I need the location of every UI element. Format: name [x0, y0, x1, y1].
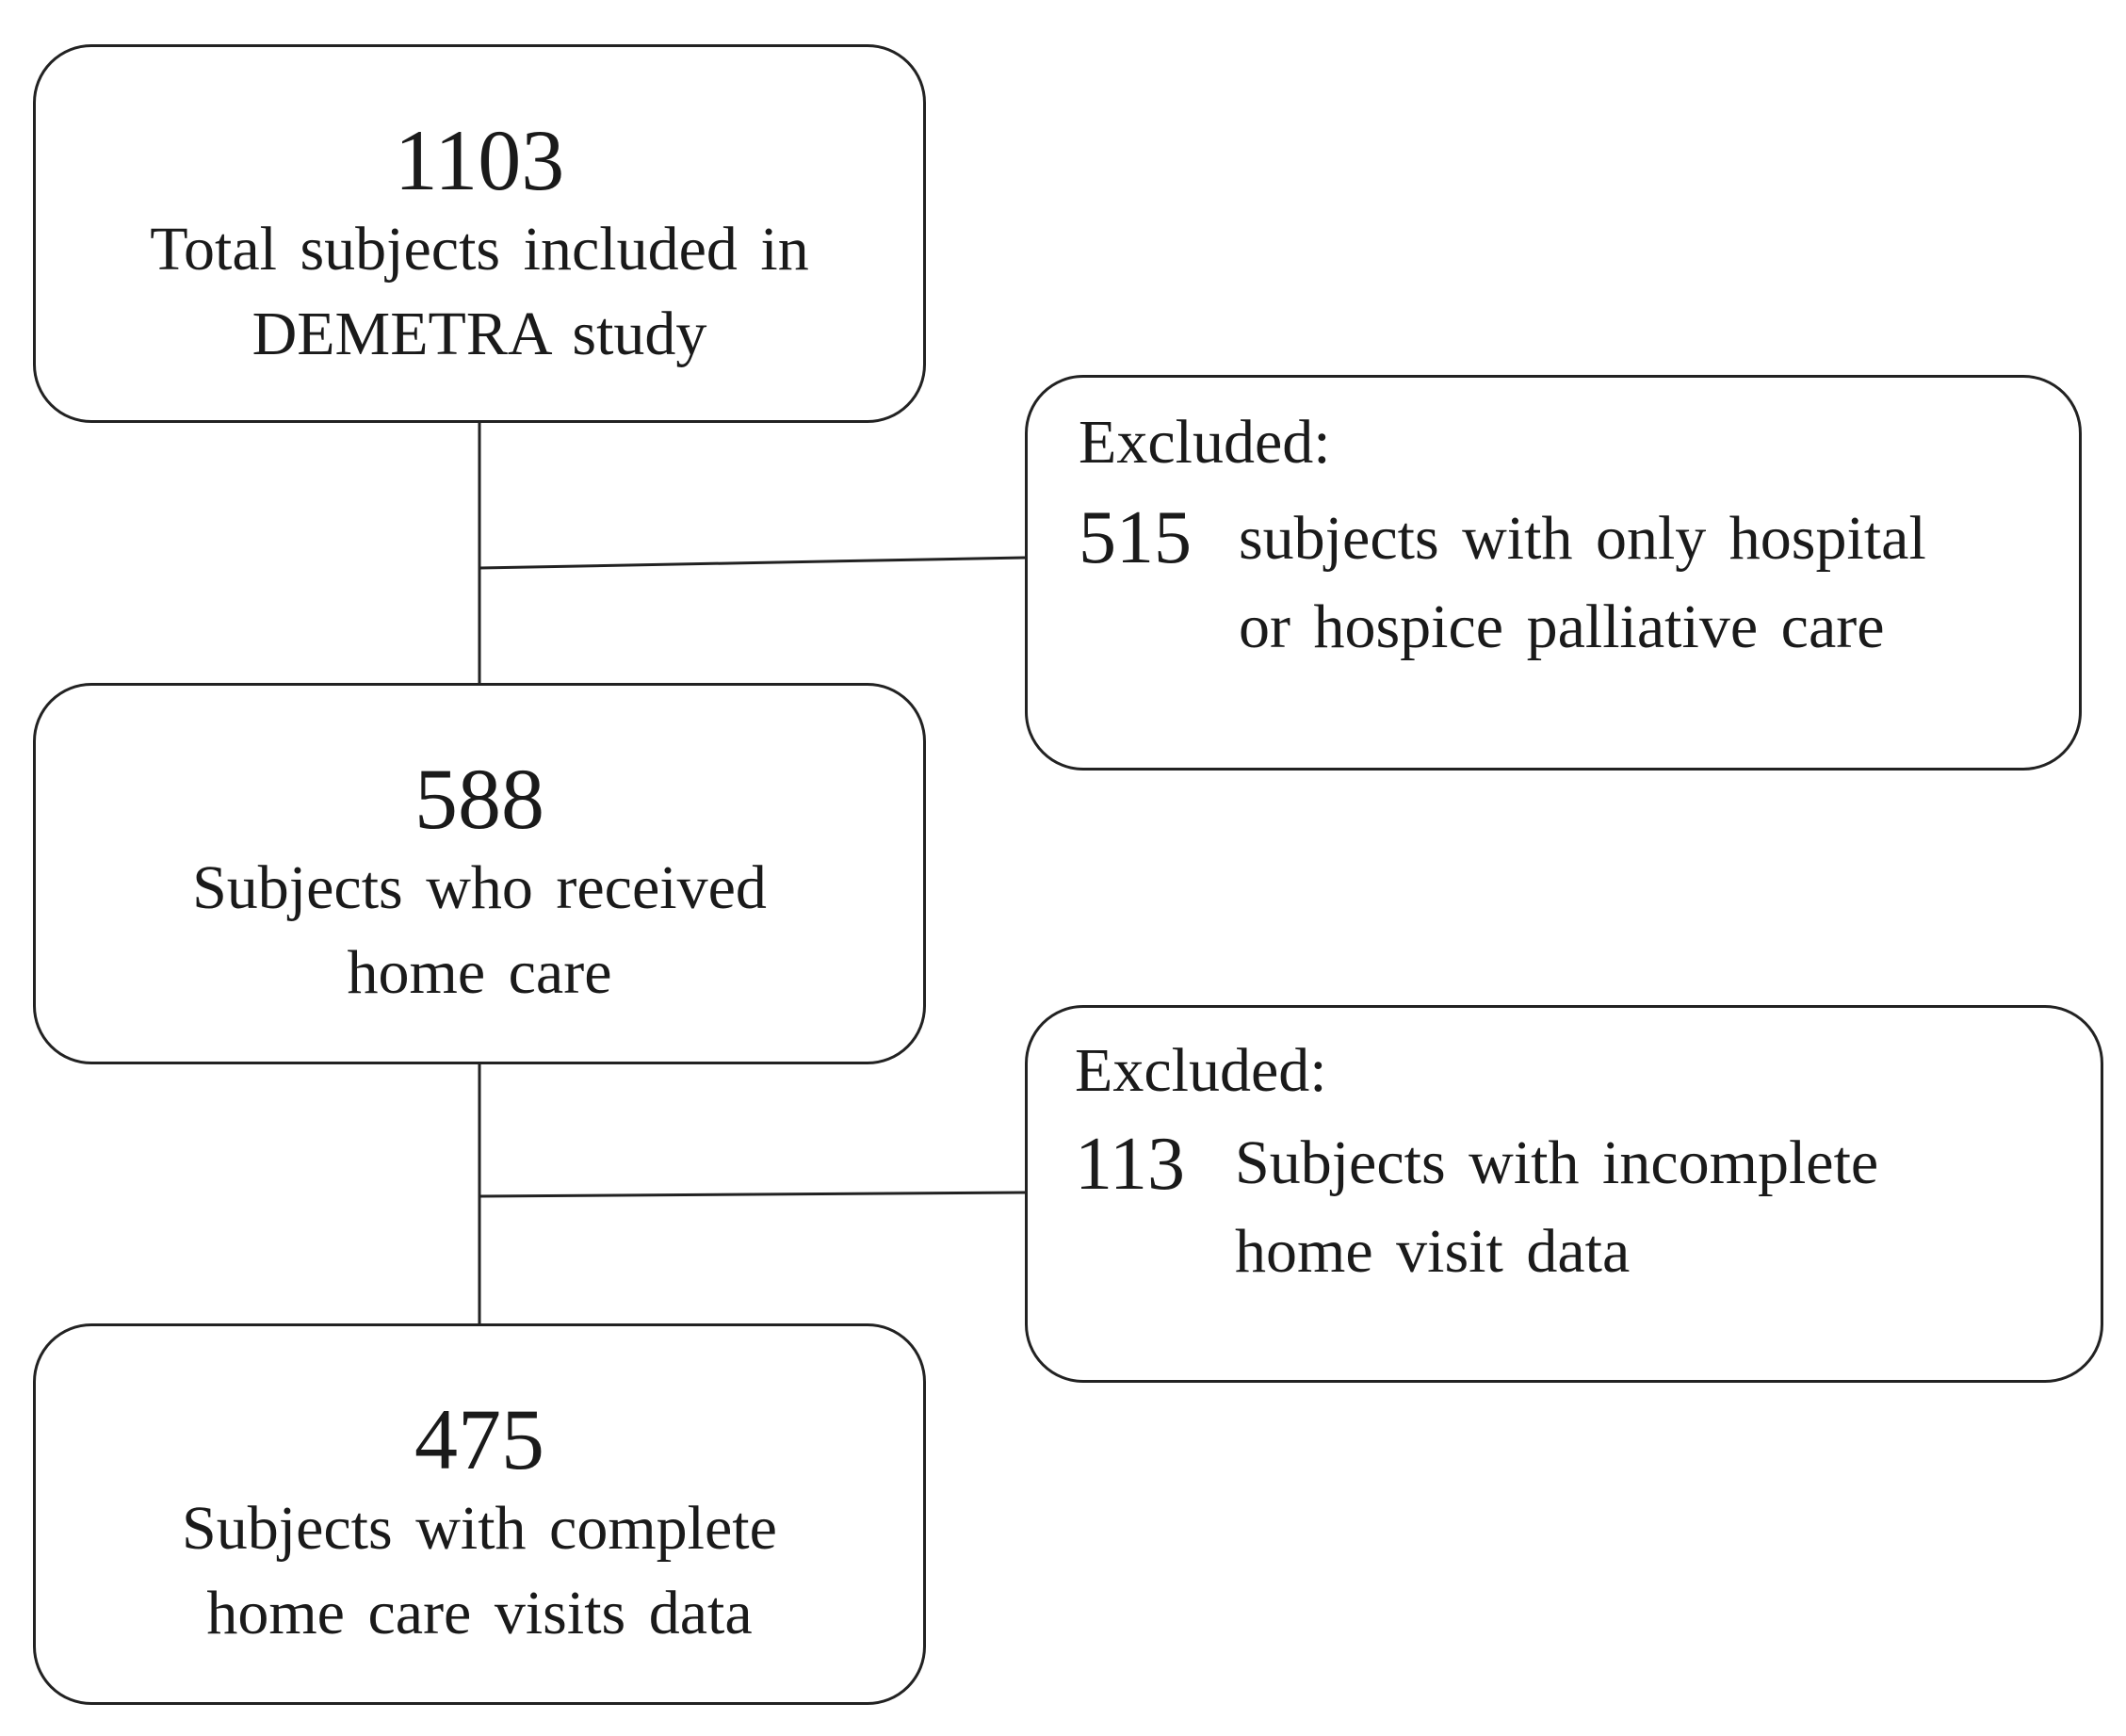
description-line: DEMETRA study: [252, 300, 707, 368]
home-care-description: Subjects who received home care: [192, 846, 767, 1015]
description-line: home visit data: [1235, 1217, 1631, 1286]
exclusion-count: 113: [1075, 1123, 1186, 1206]
exclusion-heading: Excluded:: [1075, 1036, 1327, 1105]
home-care-count: 588: [414, 751, 544, 847]
connector-to-exclusion-1: [479, 556, 1026, 570]
description-line: subjects with only hospital: [1239, 504, 1926, 573]
exclusion-count: 515: [1079, 496, 1192, 579]
exclusion-description: subjects with only hospital or hospice p…: [1239, 495, 1926, 672]
description-line: Subjects with incomplete: [1235, 1128, 1879, 1197]
complete-data-count: 475: [414, 1391, 544, 1487]
description-line: home care: [347, 938, 612, 1007]
description-line: Subjects with complete: [182, 1494, 777, 1563]
exclusion-description: Subjects with incomplete home visit data: [1235, 1119, 1878, 1296]
exclusion-heading: Excluded:: [1079, 408, 1331, 477]
flow-box-home-care: 588 Subjects who received home care: [33, 683, 926, 1064]
description-line: home care visits data: [206, 1579, 753, 1647]
connector-to-exclusion-2: [479, 1191, 1026, 1198]
exclusion-box-1: Excluded: 515 subjects with only hospita…: [1025, 375, 2082, 771]
flow-box-complete-data: 475 Subjects with complete home care vis…: [33, 1323, 926, 1705]
total-subjects-description: Total subjects included in DEMETRA study: [150, 207, 808, 377]
description-line: or hospice palliative care: [1239, 592, 1885, 661]
complete-data-description: Subjects with complete home care visits …: [182, 1486, 777, 1656]
exclusion-box-2: Excluded: 113 Subjects with incomplete h…: [1025, 1005, 2103, 1383]
description-line: Total subjects included in: [150, 215, 809, 284]
total-subjects-count: 1103: [394, 112, 565, 208]
flow-box-total-subjects: 1103 Total subjects included in DEMETRA …: [33, 44, 926, 423]
description-line: Subjects who received: [192, 853, 767, 922]
